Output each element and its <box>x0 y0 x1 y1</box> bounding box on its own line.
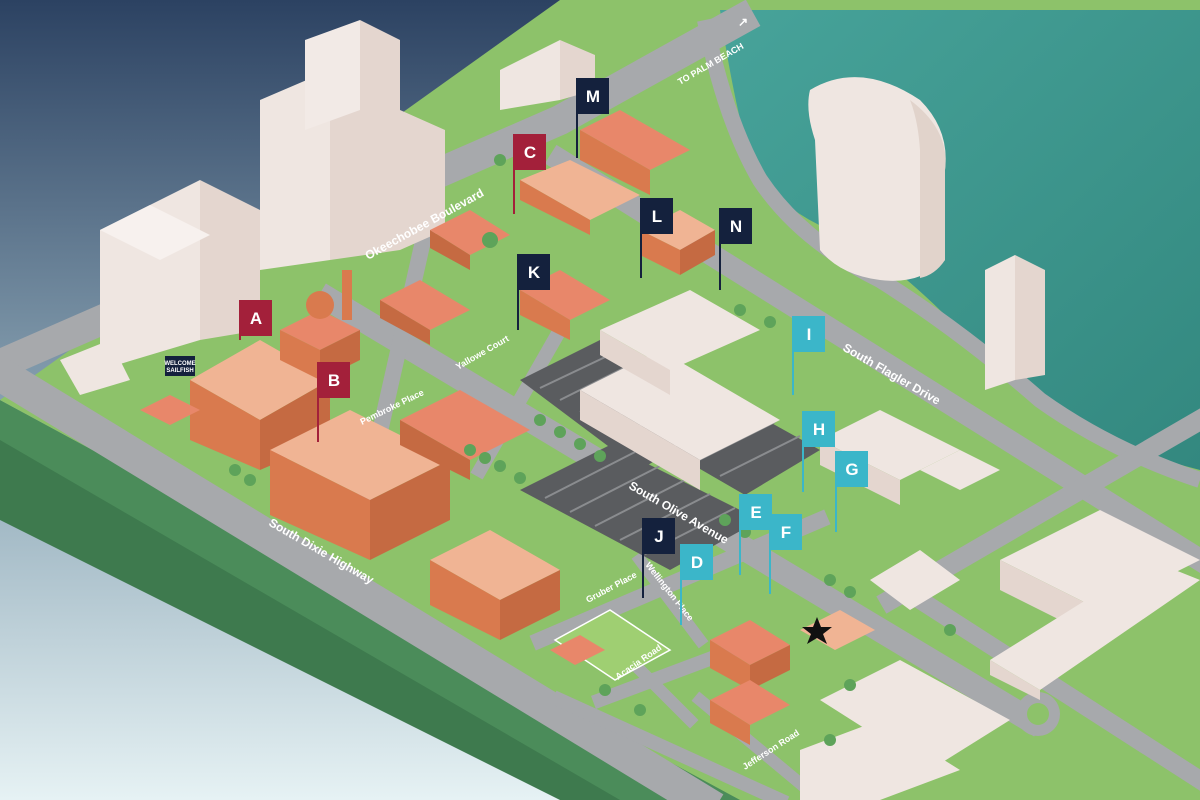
road-wellington <box>631 551 709 649</box>
road-south-dixie <box>0 356 724 800</box>
flag-marker-e[interactable]: E <box>739 494 772 575</box>
flag-marker-b[interactable]: B <box>317 362 350 442</box>
welcome-sign-line2: SAILFISH <box>166 368 193 374</box>
flag-letter: C <box>524 143 536 162</box>
flags-layer: A B C M L N K J I H G E F D <box>239 78 868 625</box>
flag-letter: M <box>586 87 600 106</box>
flag-marker-h[interactable]: H <box>802 411 835 492</box>
flag-letter: J <box>654 527 663 546</box>
flag-letter: A <box>250 309 262 328</box>
flag-box <box>740 494 772 530</box>
star-marker[interactable] <box>802 617 832 644</box>
flag-box <box>793 316 825 352</box>
welcome-sign-line1: WELCOME <box>164 361 195 367</box>
flag-marker-c[interactable]: C <box>513 134 546 214</box>
flag-box <box>514 134 546 170</box>
flag-letter: I <box>807 325 812 344</box>
arrow-palm-beach: ↗ <box>738 15 748 29</box>
parking-lot-2 <box>520 445 760 570</box>
flag-marker-i[interactable]: I <box>792 316 825 395</box>
flag-marker-f[interactable]: F <box>769 514 802 594</box>
flag-box <box>240 300 272 336</box>
road-lower <box>550 690 790 800</box>
flag-box <box>770 514 802 550</box>
flag-box <box>641 198 673 234</box>
flag-box <box>318 362 350 398</box>
flag-letter: F <box>781 523 791 542</box>
flag-marker-d[interactable]: D <box>680 544 713 625</box>
flag-marker-k[interactable]: K <box>517 254 550 330</box>
flag-marker-l[interactable]: L <box>640 198 673 278</box>
flag-letter: K <box>528 263 541 282</box>
flag-letter: E <box>750 503 761 522</box>
trees <box>229 154 956 746</box>
flag-box <box>643 518 675 554</box>
flag-box <box>803 411 835 447</box>
flag-letter: H <box>813 420 825 439</box>
shore-road <box>697 18 1200 488</box>
flag-marker-j[interactable]: J <box>642 518 675 598</box>
welcome-sign: WELCOME SAILFISH <box>164 356 196 376</box>
flag-letter: B <box>328 371 340 390</box>
campus-buildings <box>140 110 875 745</box>
flag-box <box>518 254 550 290</box>
flag-letter: L <box>652 207 662 226</box>
flag-marker-m[interactable]: M <box>576 78 609 158</box>
flag-marker-a[interactable]: A <box>239 300 272 340</box>
flag-letter: N <box>730 217 742 236</box>
flag-box <box>720 208 752 244</box>
flag-letter: G <box>845 460 858 479</box>
flag-marker-n[interactable]: N <box>719 208 752 290</box>
neighbor-towers <box>60 20 1200 800</box>
flag-box <box>836 451 868 487</box>
flag-marker-g[interactable]: G <box>835 451 868 532</box>
athletic-field <box>553 609 672 681</box>
road-ring <box>907 587 1200 791</box>
flag-letter: D <box>691 553 703 572</box>
roundabout-center <box>1027 703 1049 725</box>
flag-box <box>681 544 713 580</box>
flag-box <box>577 78 609 114</box>
